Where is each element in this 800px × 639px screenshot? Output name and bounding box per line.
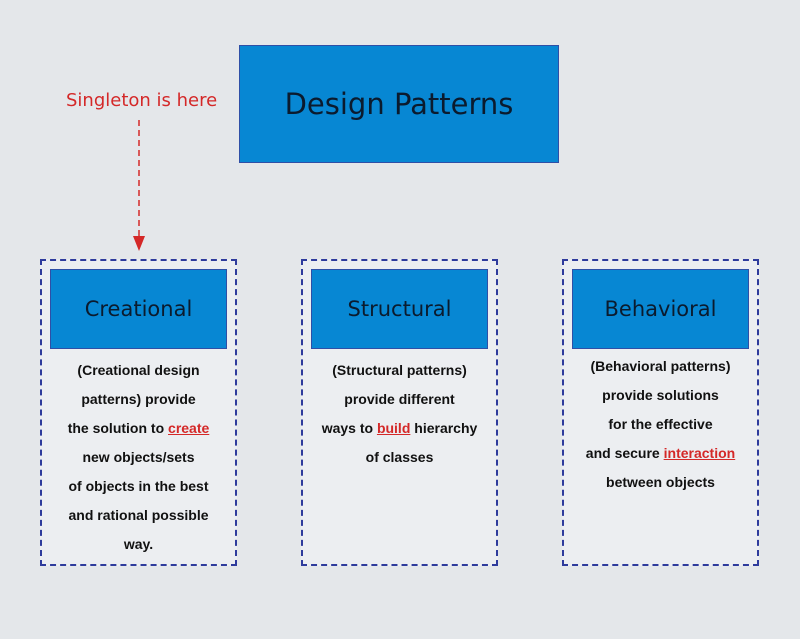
desc-line: of classes [365, 449, 434, 465]
highlight-build: build [376, 420, 411, 436]
desc-line: for the effective [608, 416, 713, 432]
creational-header: Creational [50, 269, 227, 349]
desc-line: (Structural patterns) [332, 362, 467, 378]
desc-line: between objects [606, 474, 715, 490]
singleton-annotation: Singleton is here [66, 90, 218, 111]
structural-header: Structural [311, 269, 488, 349]
creational-title: Creational [84, 297, 193, 321]
creational-description: (Creational design patterns) provide the… [42, 356, 235, 559]
structural-description: (Structural patterns) provide different … [303, 356, 496, 472]
arrow-head-icon [133, 236, 145, 251]
behavioral-title: Behavioral [604, 297, 717, 321]
behavioral-header: Behavioral [572, 269, 749, 349]
highlight-interaction: interaction [663, 445, 736, 461]
desc-line: and rational possible [68, 507, 209, 523]
design-patterns-node: Design Patterns [239, 45, 559, 163]
desc-line: new objects/sets [82, 449, 195, 465]
desc-line: the solution to create [67, 420, 210, 436]
desc-line: ways to build hierarchy [321, 420, 478, 436]
desc-line: (Creational design [77, 362, 200, 378]
desc-line: way. [123, 536, 154, 552]
structural-group: Structural (Structural patterns) provide… [301, 259, 498, 566]
behavioral-group: Behavioral (Behavioral patterns) provide… [562, 259, 759, 566]
desc-line: provide solutions [602, 387, 719, 403]
desc-line: provide different [344, 391, 455, 407]
root-title: Design Patterns [284, 87, 514, 121]
creational-group: Creational (Creational design patterns) … [40, 259, 237, 566]
desc-line: patterns) provide [81, 391, 196, 407]
structural-title: Structural [347, 297, 452, 321]
desc-line: of objects in the best [68, 478, 209, 494]
highlight-create: create [168, 420, 210, 436]
desc-line: and secure interaction [585, 445, 736, 461]
desc-line: (Behavioral patterns) [590, 358, 731, 374]
behavioral-description: (Behavioral patterns) provide solutions … [564, 352, 757, 497]
